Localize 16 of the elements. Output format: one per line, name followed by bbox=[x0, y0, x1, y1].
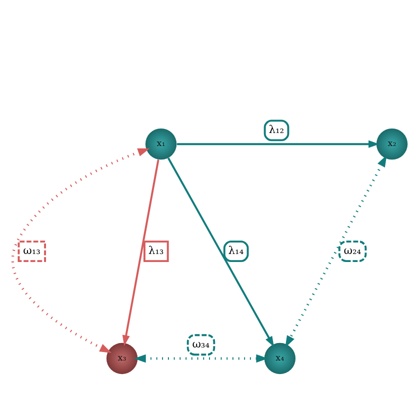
node-circle: x₂ bbox=[376, 128, 408, 160]
edge-label: ω₂₄ bbox=[344, 244, 362, 257]
node-circle: x₁ bbox=[145, 128, 177, 160]
edge-label: λ₁₂ bbox=[268, 122, 284, 136]
arrow bbox=[122, 158, 160, 346]
node-circle: x₃ bbox=[106, 342, 138, 374]
arrow bbox=[176, 140, 380, 148]
arrow bbox=[12, 148, 150, 352]
node-circle: x₄ bbox=[264, 342, 296, 374]
edge-label: ω₁₃ bbox=[23, 244, 40, 257]
arrow bbox=[134, 354, 268, 362]
arrow bbox=[285, 154, 387, 348]
edge-label: ω₃₄ bbox=[192, 337, 210, 350]
arrow bbox=[167, 157, 274, 347]
edge-label: λ₁₄ bbox=[228, 244, 244, 257]
edge-label: λ₁₃ bbox=[148, 244, 164, 257]
